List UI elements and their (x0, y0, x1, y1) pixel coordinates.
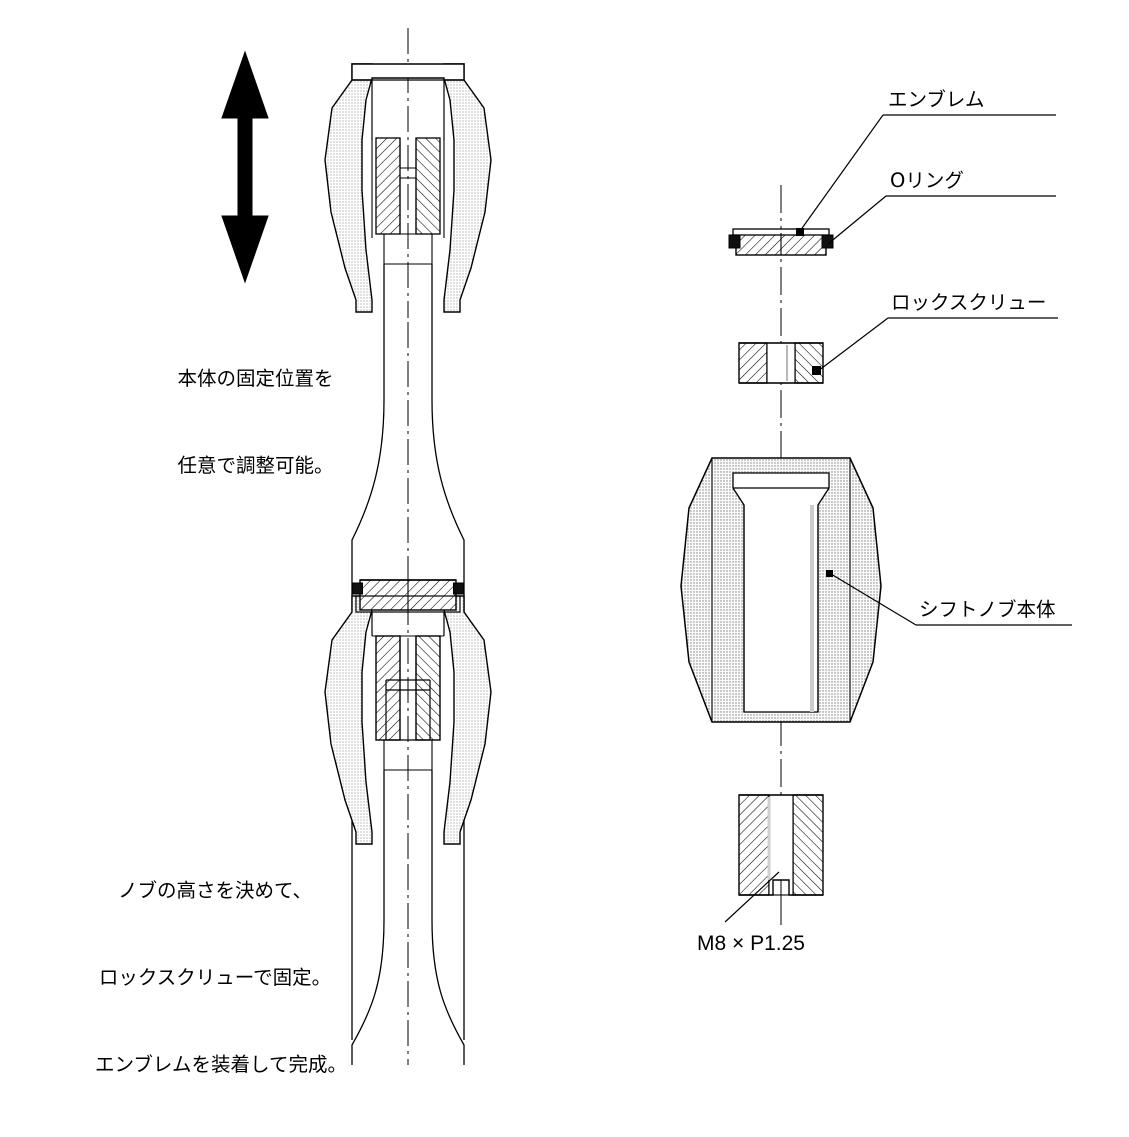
leader-emblem (796, 114, 1056, 236)
knob-body-bore (732, 472, 830, 713)
upper-knob-body-left (324, 63, 373, 313)
emblem-o-ring-right (821, 234, 834, 249)
knob-body-leader-dot (826, 570, 833, 577)
lower-caption-line-1: ノブの高さを決めて、 (117, 879, 313, 902)
lower-caption-line-2: ロックスクリューで固定。 (98, 966, 332, 989)
exploded-knob-body (680, 457, 882, 723)
exploded-view (680, 114, 1072, 925)
exploded-lock-screw (738, 342, 824, 384)
leader-knob-body (830, 573, 1072, 626)
label-emblem: エンブレム (888, 88, 985, 111)
upper-lock-screw-left (375, 137, 401, 235)
upper-knob-body-right (443, 63, 492, 313)
emblem-o-ring-left (728, 234, 741, 249)
lock-screw-bore (766, 342, 796, 384)
lower-lever-right-edge (431, 770, 465, 1065)
upper-section-view (324, 28, 492, 1040)
emblem-leader-dot (796, 228, 804, 236)
lock-screw-right-wall (794, 342, 824, 384)
label-thread-spec: M8 × P1.25 (697, 932, 805, 955)
upper-lock-screw-right (415, 137, 441, 235)
exploded-emblem (728, 228, 834, 256)
label-lock-screw: ロックスクリュー (891, 291, 1047, 314)
lower-knob-body-left (324, 595, 373, 845)
lower-lock-screw-right (415, 635, 441, 741)
upper-caption-line-1: 本体の固定位置を (177, 367, 334, 390)
leader-lock-screw (812, 317, 1058, 375)
leader-thread-spec (724, 871, 780, 923)
lower-emblem-flange (355, 595, 461, 613)
assembly-drawing-svg (221, 28, 1072, 1065)
o-ring-leader-line (827, 195, 887, 245)
thread-spec-leader-line (724, 871, 780, 923)
label-o-ring: Oリング (890, 169, 964, 192)
lock-screw-leader-dot (812, 366, 821, 375)
diagram-sheet: 本体の固定位置を 任意で調整可能。 ノブの高さを決めて、 ロックスクリューで固定… (95, 28, 1072, 1076)
upper-view-caption: 本体の固定位置を 任意で調整可能。 (148, 306, 363, 538)
upper-lever-right-edge (431, 264, 465, 1040)
label-knob-body: シフトノブ本体 (919, 598, 1056, 621)
insert-right-wall (792, 794, 824, 896)
insert-bore (768, 794, 794, 896)
lower-section-view (324, 560, 492, 1065)
upper-lever-left-edge (351, 264, 385, 1040)
lower-knob-body-right (443, 595, 492, 845)
leader-o-ring (827, 195, 1056, 245)
upper-caption-line-2: 任意で調整可能。 (177, 454, 334, 477)
knob-body-leader-line (830, 573, 917, 626)
lower-view-caption: ノブの高さを決めて、 ロックスクリューで固定。 エンブレムを装着して完成。 (95, 818, 347, 1137)
lower-lock-screw-left (375, 635, 401, 741)
lower-o-ring-left (352, 582, 363, 595)
lock-screw-leader-line (817, 317, 889, 372)
upper-knob-top-rim (351, 63, 465, 81)
emblem-leader-line (799, 114, 884, 232)
lower-o-ring-right (453, 582, 464, 595)
lock-screw-left-wall (738, 342, 768, 384)
lower-lever-left-edge (351, 770, 385, 1065)
adjustable-height-arrow (221, 50, 269, 284)
insert-left-wall (738, 794, 770, 896)
